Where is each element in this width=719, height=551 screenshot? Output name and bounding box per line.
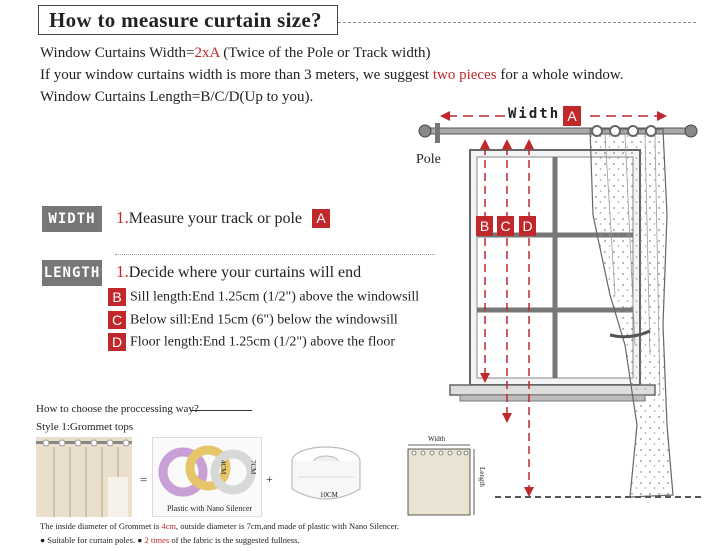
pole-finial [418,124,432,138]
window-curtain-diagram [418,111,705,498]
marker-c: C [108,311,126,330]
note-text: ● Suitable for curtain poles. ● [40,535,145,545]
style-label: Style 1:Grommet tops [36,421,134,433]
diagram-marker-b: B [476,216,493,236]
length-option-b: B Sill length:End 1.25cm (1/2") above th… [108,288,420,307]
grommet-ring [591,125,603,137]
grommet-ring [645,125,657,137]
panel-width-label: Width [428,435,446,443]
processing-divider [190,410,252,411]
curtain-tieback [609,329,651,339]
diagram-marker-c: C [497,216,514,236]
intro-text: If your window curtains width is more th… [40,67,433,83]
pole-finial [684,124,698,138]
grommet-note: The inside diameter of Grommet is 4cm, o… [40,521,399,531]
window-sill [449,384,656,396]
width-step: 1.Measure your track or pole A [116,208,331,228]
title-box: How to measure curtain size? [38,5,338,35]
page-title: How to measure curtain size? [49,8,322,32]
arrowhead [524,487,534,497]
option-text: Sill length:End 1.25cm (1/2") above the … [130,289,420,305]
arrowhead [502,139,512,149]
arrowhead [524,139,534,149]
step-number: 1. [116,262,129,281]
width-badge: WIDTH [42,206,102,232]
grommet-curtain-photo [36,437,132,517]
marker-a: A [312,209,331,228]
note-text: The inside diameter of Grommet is [40,521,162,531]
ring-dim-inner: 4CM [219,460,227,475]
intro-line-1: Window Curtains Width=2xA (Twice of the … [40,45,430,62]
grommet-rings-graphic [158,445,256,497]
width-arrowhead [657,111,667,121]
intro-highlight: two pieces [432,67,497,83]
ring-caption: Plastic with Nano Silencer [167,504,253,513]
equals-sign: = [140,472,148,487]
intro-highlight: 2xA [194,45,220,61]
pole-bracket [435,123,440,143]
step-text: Measure your track or pole [128,210,303,227]
grommet-ring [627,125,639,137]
intro-text: Window Curtains Width= [40,45,195,61]
note-text: of the fabric is the suggested fullness. [169,535,300,545]
plus-sign: + [266,472,273,486]
arrowhead [502,413,512,423]
fullness-note: ● Suitable for curtain poles. ● 2 times … [40,535,300,545]
length-step: 1.Decide where your curtains will end [116,262,361,282]
tape-dim: 10CM [320,491,338,499]
grommet-rings-image: 4CM 7CM Plastic with Nano Silencer [152,437,262,517]
panel-schematic: Width Length [402,435,486,517]
diagram-marker-a: A [563,106,581,126]
pole-label: Pole [416,152,441,167]
length-option-d: D Floor length:End 1.25cm (1/2") above t… [108,333,396,352]
option-text: Floor length:End 1.25cm (1/2") above the… [130,334,396,350]
panel-graphic [407,444,475,516]
marker-d: D [108,333,126,352]
processing-heading: How to choose the proccessing way? [36,403,199,415]
curtain-folds [604,134,661,396]
arrowhead [480,139,490,149]
step-text: Decide where your curtains will end [128,264,362,281]
grommet-ring [609,125,621,137]
tape-roll-graphic [291,446,361,500]
note-highlight: 4cm [161,521,176,531]
width-arrowhead [440,111,450,121]
step-number: 1. [116,208,129,227]
diagram-marker-d: D [519,216,536,236]
marker-b: B [108,288,126,307]
arrowhead [480,373,490,383]
intro-text: for a whole window. [496,67,624,83]
window-sill-lower [459,394,646,402]
intro-line-3: Window Curtains Length=B/C/D(Up to you). [40,89,314,105]
note-text: , outside diameter is 7cm,and made of pl… [175,521,400,531]
option-text: Below sill:End 15cm (6") below the windo… [130,312,398,328]
length-badge: LENGTH [42,260,102,286]
section-divider [115,254,435,255]
note-highlight: 2 times [144,535,170,545]
diagram-width-label: Width [508,106,561,122]
heading-tape-image: 10CM [278,437,376,517]
ring-dim-outer: 7CM [249,460,257,475]
intro-text: (Twice of the Pole or Track width) [219,45,431,61]
intro-line-2: If your window curtains width is more th… [40,67,624,84]
panel-length-label: Length [478,467,486,487]
length-option-c: C Below sill:End 15cm (6") below the win… [108,311,398,330]
title-divider [338,22,696,23]
